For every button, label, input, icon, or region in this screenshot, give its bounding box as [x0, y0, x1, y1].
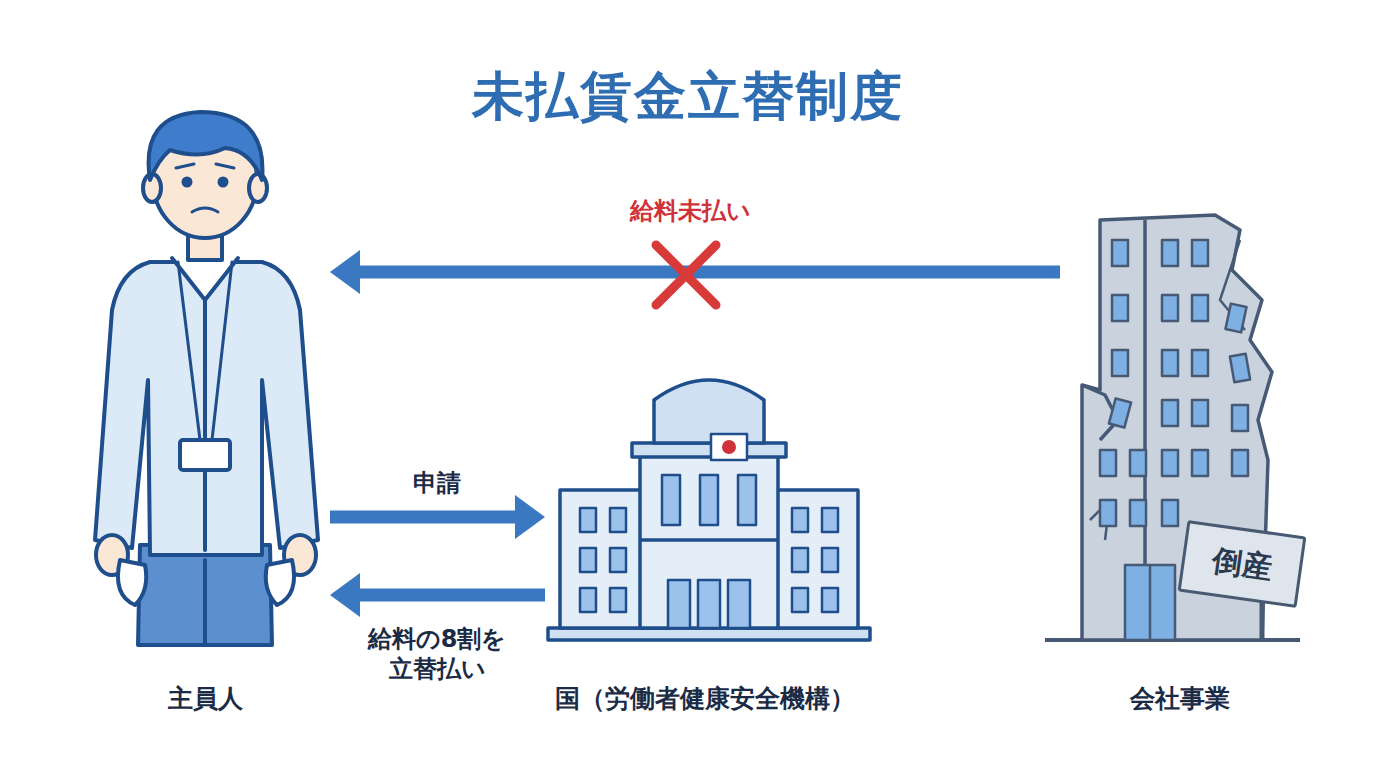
flow-arrow	[330, 495, 545, 539]
node-label: 主員人	[80, 682, 330, 715]
node-label: 会社事業	[1060, 682, 1300, 715]
worker-figure	[95, 112, 318, 645]
bankrupt-building	[1045, 215, 1300, 640]
figure-node: 主員人	[80, 85, 330, 715]
arrow-shaft	[330, 511, 519, 524]
node-label: 国（労働者健康安全機構）	[545, 682, 865, 715]
arrow-head	[330, 250, 360, 294]
government-building	[548, 380, 870, 640]
flow-arrow	[330, 573, 545, 617]
arrow-head	[515, 495, 545, 539]
figure-node: 国（労働者健康安全機構）	[545, 360, 865, 715]
arrow-shaft	[356, 266, 1060, 279]
arrow-shaft	[356, 589, 545, 602]
edge-label: 申請	[409, 468, 465, 498]
diagram-title: 未払賃金立替制度	[0, 62, 1376, 132]
edge-label: 給料の8割を 立替払い	[348, 624, 526, 684]
arrow-head	[330, 573, 360, 617]
bankrupt-sign: 倒産	[1178, 520, 1307, 608]
sign-text: 倒産	[1209, 540, 1274, 589]
edge-label: 給料未払い	[626, 196, 755, 226]
cross-mark	[656, 245, 716, 305]
figure-node: 会社事業 倒産	[1060, 210, 1300, 715]
